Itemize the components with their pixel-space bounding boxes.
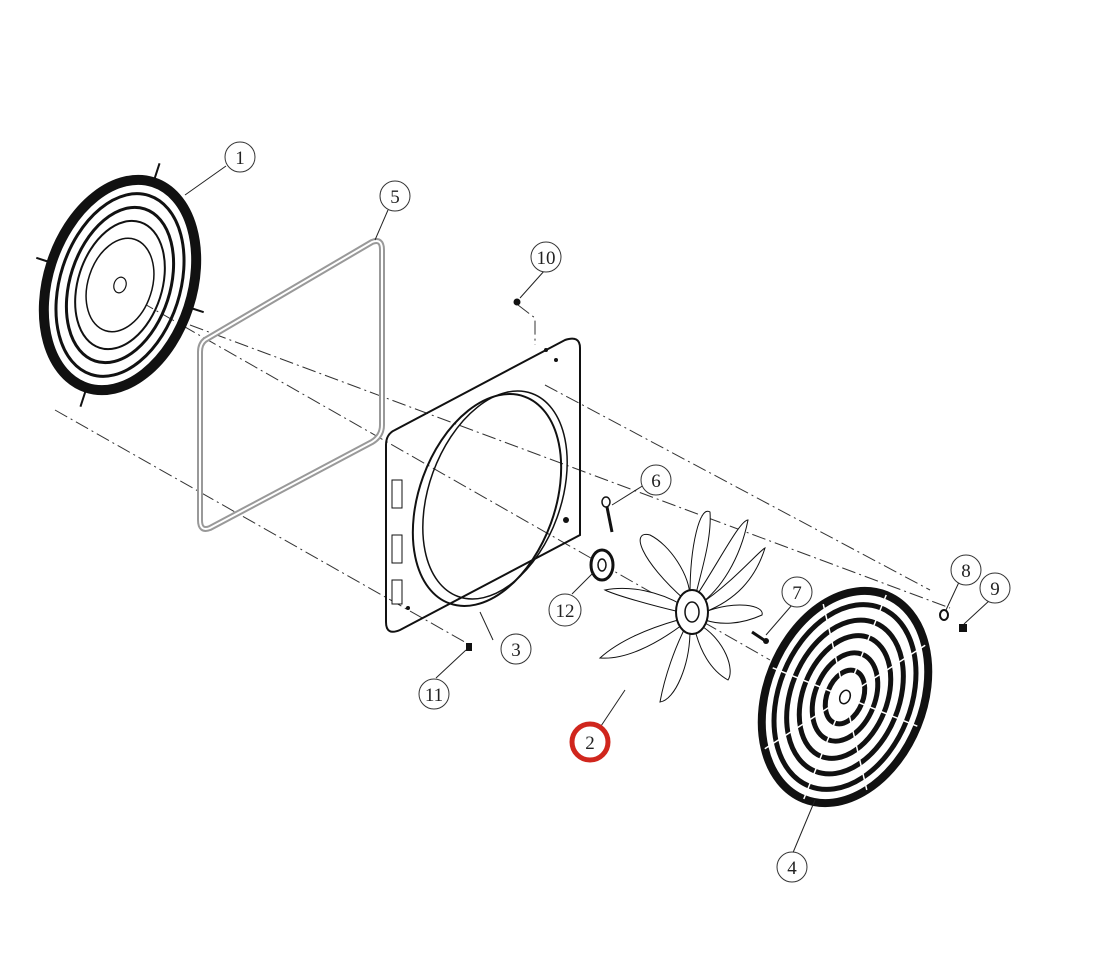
top-screw <box>513 298 521 306</box>
inlet-guard <box>35 162 205 408</box>
svg-text:4: 4 <box>787 858 797 879</box>
leader-lines <box>184 165 991 856</box>
callout-6: 6 <box>640 464 672 496</box>
svg-text:10: 10 <box>537 248 556 269</box>
outlet-guard <box>757 586 933 808</box>
svg-text:9: 9 <box>990 579 1000 600</box>
svg-text:8: 8 <box>961 561 971 582</box>
assembly-axes <box>54 289 951 661</box>
svg-text:6: 6 <box>651 471 661 492</box>
callout-9: 9 <box>979 572 1011 604</box>
svg-text:2: 2 <box>585 733 595 754</box>
callout-11: 11 <box>418 678 450 710</box>
svg-text:11: 11 <box>425 685 443 706</box>
screw <box>751 630 769 644</box>
key-pin <box>601 496 614 533</box>
bottom-screw <box>466 643 472 651</box>
callout-8: 8 <box>950 554 982 586</box>
callouts: 1 5 10 6 8 9 7 12 <box>224 141 1011 883</box>
callout-12: 12 <box>548 593 582 627</box>
callout-1: 1 <box>224 141 256 173</box>
svg-text:1: 1 <box>235 148 245 169</box>
gasket <box>197 238 385 532</box>
svg-text:7: 7 <box>792 583 802 604</box>
impeller <box>598 510 766 703</box>
fan-housing <box>385 337 581 633</box>
svg-text:3: 3 <box>511 640 521 661</box>
hub-flange <box>589 548 615 582</box>
callout-2: 2 <box>569 721 611 763</box>
callout-10: 10 <box>530 241 562 273</box>
callout-4: 4 <box>776 851 808 883</box>
callout-5: 5 <box>379 180 411 212</box>
svg-text:5: 5 <box>390 187 400 208</box>
callout-7: 7 <box>781 576 813 608</box>
svg-text:12: 12 <box>556 601 575 622</box>
bolt <box>959 624 967 632</box>
washer <box>939 609 949 621</box>
callout-3: 3 <box>500 633 532 665</box>
